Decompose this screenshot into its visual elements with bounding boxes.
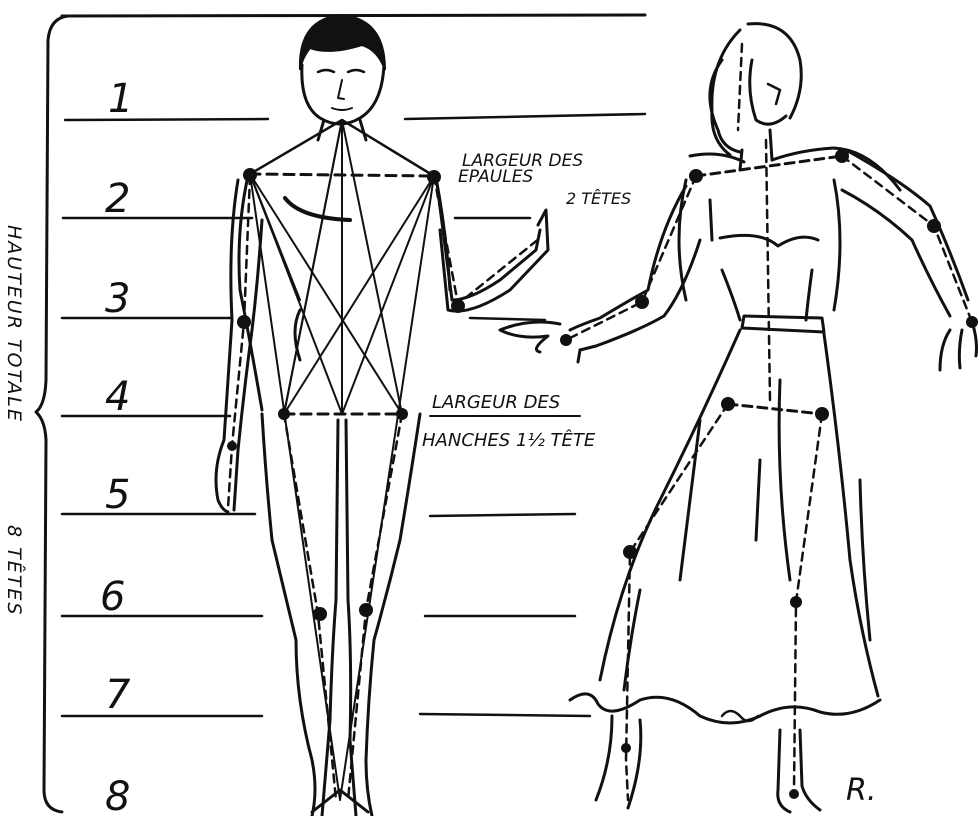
female-neck xyxy=(740,130,772,170)
side-label: HAUTEUR TOTALE 8 TÊTES xyxy=(3,225,26,616)
female-figure xyxy=(500,24,978,812)
male-hair xyxy=(300,15,385,70)
female-legs xyxy=(596,716,820,812)
scale-line-7-right xyxy=(420,714,590,716)
female-skirt-hem xyxy=(570,694,880,723)
male-leg-left-outer xyxy=(262,414,315,816)
shoulder-annotation: LARGEUR DES EPAULES 2 TÊTES xyxy=(458,151,631,208)
height-brace xyxy=(36,16,68,812)
scale-number-3: 3 xyxy=(105,276,130,322)
hip-label-line2: HANCHES 1½ TÊTE xyxy=(422,429,596,451)
male-left-arm xyxy=(216,180,238,512)
side-label-text: HAUTEUR TOTALE xyxy=(3,225,25,423)
scale-number-1: 1 xyxy=(108,76,133,122)
female-hair xyxy=(710,24,801,155)
side-label-count: 8 TÊTES xyxy=(3,525,26,616)
scale-line-3-right xyxy=(470,318,545,320)
female-shoulders xyxy=(690,148,900,190)
scale-lines-left xyxy=(62,119,268,716)
female-hem-wave xyxy=(722,711,758,721)
female-skirt-left xyxy=(600,330,740,680)
female-belt xyxy=(742,316,824,332)
female-head-dashed xyxy=(738,44,742,130)
female-bodice-right xyxy=(834,180,840,310)
scale-line-1-right xyxy=(405,114,645,119)
female-shoulder-dashed xyxy=(696,156,842,176)
scale-numbers: 1 2 3 4 5 6 7 8 xyxy=(100,76,133,816)
male-chest-line xyxy=(285,198,350,220)
male-nose xyxy=(338,80,344,99)
shoulder-label-line3: 2 TÊTES xyxy=(566,189,631,208)
scale-line-1-left xyxy=(65,119,268,120)
female-right-hand xyxy=(940,322,977,370)
female-side-lines xyxy=(710,200,812,320)
scale-number-8: 8 xyxy=(105,774,130,816)
scale-number-7: 7 xyxy=(105,672,131,718)
female-right-arm-dashed xyxy=(842,156,972,322)
female-skirt-right xyxy=(824,334,878,696)
top-line xyxy=(62,15,645,16)
artist-signature: R. xyxy=(846,773,876,808)
male-mouth xyxy=(332,108,352,110)
male-leg-right-outer xyxy=(366,414,420,816)
female-spine-dashed xyxy=(766,140,770,400)
male-eyes xyxy=(318,70,364,72)
male-right-arm-inner xyxy=(440,210,548,311)
scale-number-4: 4 xyxy=(105,374,130,420)
scale-number-6: 6 xyxy=(100,574,125,620)
hip-annotation: LARGEUR DES HANCHES 1½ TÊTE xyxy=(422,392,596,451)
shoulder-label-line2: EPAULES xyxy=(458,167,533,187)
female-nose xyxy=(768,84,780,104)
female-bust xyxy=(720,235,818,246)
female-skirt-folds xyxy=(624,380,870,690)
female-right-arm-inner xyxy=(842,190,950,316)
female-hip-dashed xyxy=(728,404,822,414)
scale-number-2: 2 xyxy=(105,176,130,222)
male-leg-dashed-right xyxy=(348,414,402,800)
hip-label-line1: LARGEUR DES xyxy=(432,392,560,413)
scale-number-5: 5 xyxy=(105,472,130,518)
male-torso-left xyxy=(239,176,262,410)
scale-line-5-right xyxy=(430,514,575,516)
male-head xyxy=(302,65,384,124)
